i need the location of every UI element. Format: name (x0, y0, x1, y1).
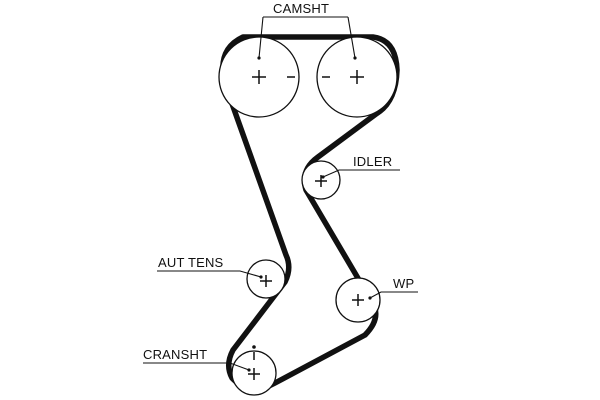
center-plus-mark (315, 175, 327, 187)
camshaft-left-leader-dot (257, 56, 261, 60)
crankshaft-leader (143, 362, 250, 371)
idler-pulley (301, 160, 341, 200)
crankshaft-label: CRANSHT (143, 347, 207, 362)
crankshaft-leader-dot (247, 368, 251, 372)
camshaft-leader (258, 16, 356, 59)
center-plus-mark (352, 294, 364, 306)
camshaft-right-pulley (316, 36, 398, 118)
center-plus-mark (252, 70, 266, 84)
idler-leader-dot (321, 175, 325, 179)
water-pump-pulley (335, 277, 381, 323)
timing-dot-mark (252, 345, 256, 349)
camshaft-right-leader-dot (353, 56, 357, 60)
tensioner-label: AUT TENS (158, 255, 224, 270)
water-pump-leader-dot (368, 296, 372, 300)
tensioner-leader-dot (259, 275, 263, 279)
camshaft-label: CAMSHT (273, 1, 329, 16)
tensioner-pulley (246, 259, 286, 299)
tensioner-leader (157, 270, 262, 278)
center-plus-mark (260, 275, 272, 287)
center-plus-mark (350, 70, 364, 84)
water-pump-label: WP (393, 276, 414, 291)
idler-label: IDLER (353, 154, 392, 169)
idler-leader (322, 169, 400, 178)
water-pump-leader (369, 291, 418, 299)
crankshaft-pulley (231, 345, 277, 396)
camshaft-left-pulley (218, 36, 300, 118)
center-plus-mark (248, 368, 260, 380)
